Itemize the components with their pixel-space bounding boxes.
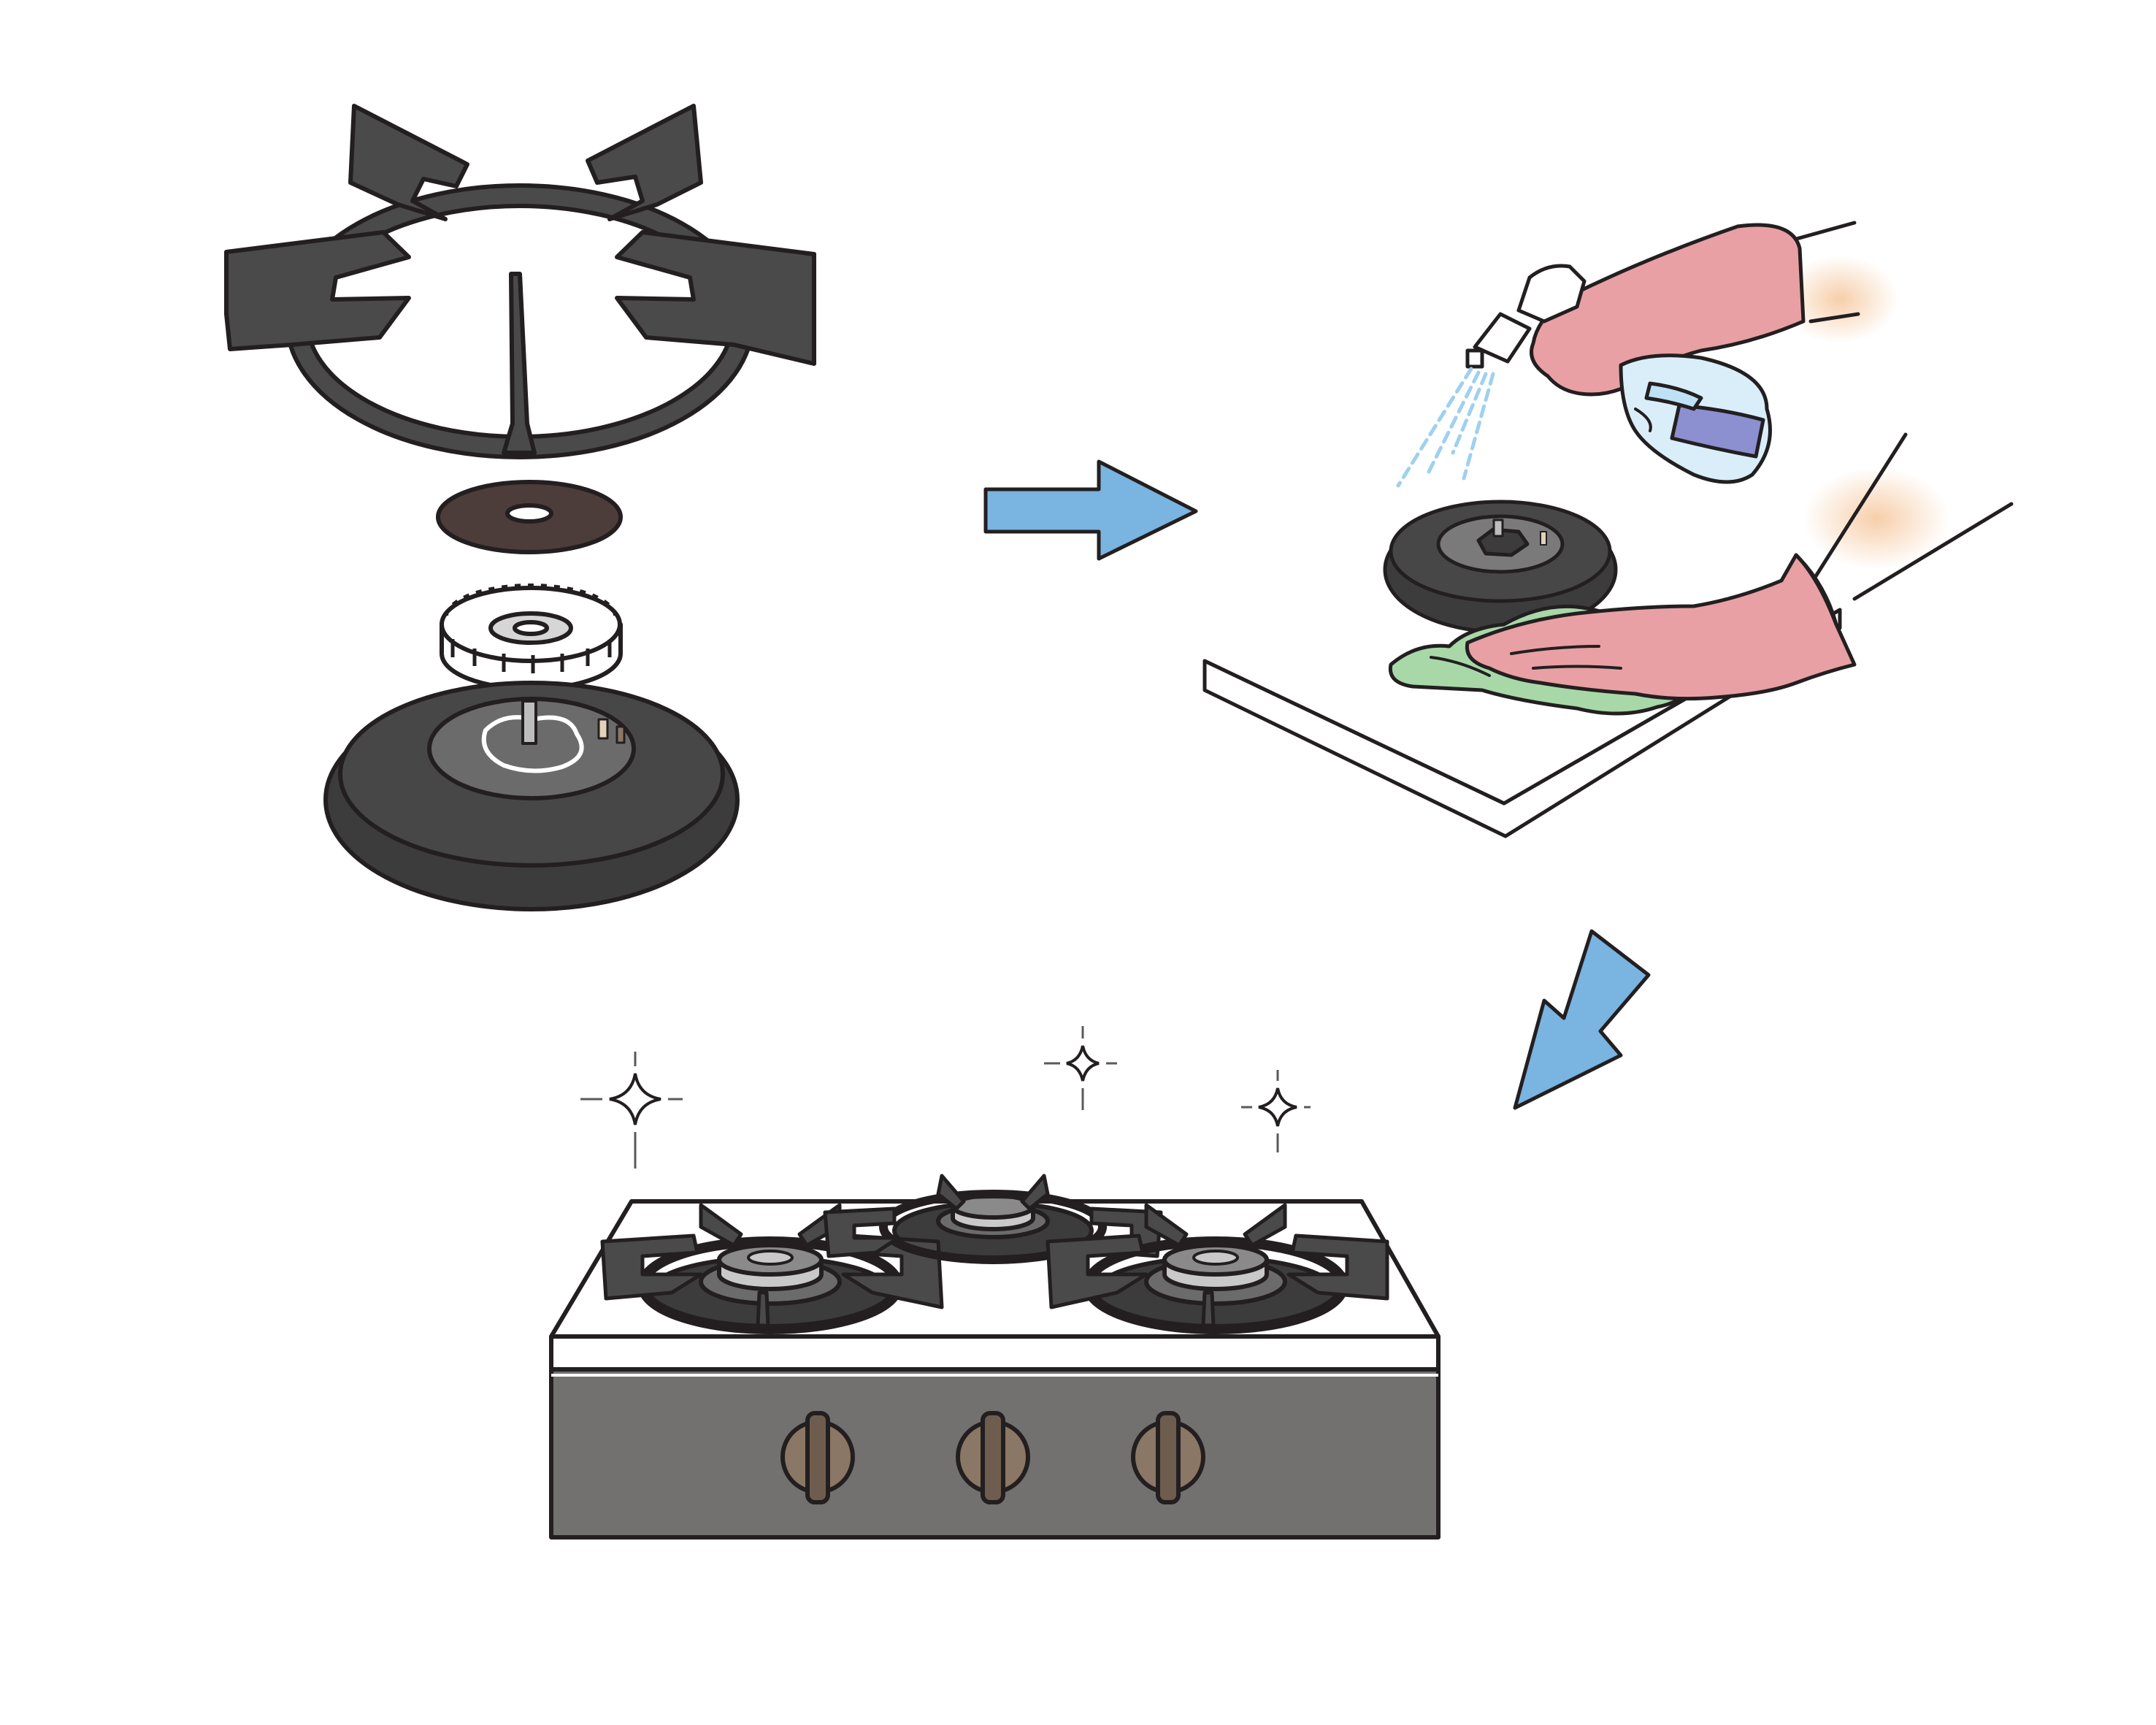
arrow-right-icon [983, 459, 1198, 561]
drip-pan-icon [323, 681, 740, 911]
spray-and-wipe-parts [1202, 221, 2014, 838]
burner-head-icon [440, 584, 623, 692]
burner-cap-icon [436, 480, 623, 554]
burner-left [648, 1243, 893, 1330]
knob-icon [780, 1411, 855, 1504]
clean-gas-stove [549, 1174, 1440, 1540]
gloved-hand-icon [1465, 553, 1857, 701]
sparkles [580, 1026, 1311, 1169]
spray-mist [1396, 367, 1495, 488]
trivet-icon [600, 1174, 1389, 1334]
disassembled-burner-parts [224, 104, 816, 911]
upper-arm [1787, 221, 1860, 324]
arrow-down-left-icon [1513, 929, 1651, 1110]
sparkle-icon [1044, 1026, 1117, 1110]
knob-icon [1131, 1411, 1205, 1504]
knob-icon [956, 1411, 1030, 1504]
burner-right [1093, 1243, 1338, 1330]
sparkle-icon [580, 1052, 683, 1169]
burner-part-on-counter [1383, 500, 1618, 634]
lower-arm [1808, 432, 2014, 601]
spray-bottle-icon [1465, 264, 1772, 484]
sparkle-icon [1241, 1070, 1311, 1152]
trivet-icon [224, 104, 816, 459]
